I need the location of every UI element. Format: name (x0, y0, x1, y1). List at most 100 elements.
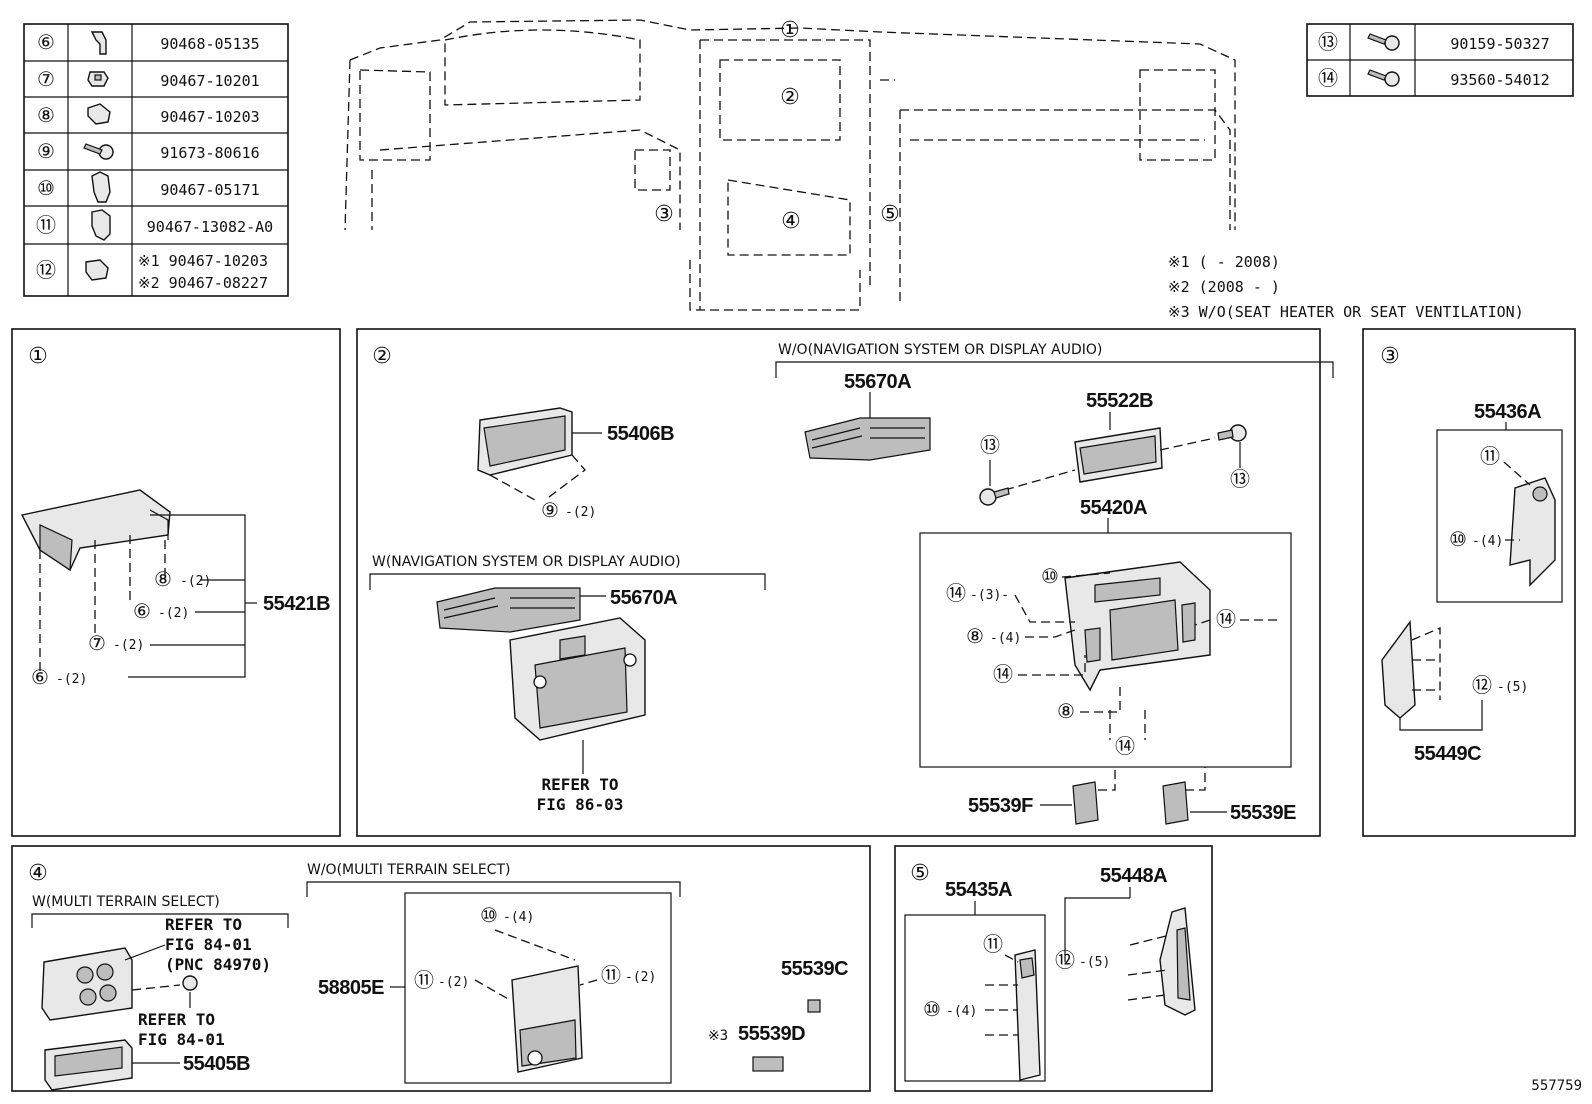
condition-label: W/O(MULTI TERRAIN SELECT) (307, 862, 510, 878)
callout: ⑬ (980, 433, 1000, 457)
bolt-icon (1367, 33, 1400, 51)
fastener-part: ※1 90467-10203 (138, 252, 268, 270)
callout: ⑪ (983, 932, 1003, 956)
fastener-part: 90467-05171 (160, 181, 259, 199)
part-number: 55522B (1086, 390, 1153, 412)
55539C-switch (807, 999, 821, 1013)
refer-note: FIG 84-01 (138, 1030, 225, 1049)
overview-callout: ④ (781, 209, 801, 234)
clip-icon (90, 31, 107, 55)
refer-note: FIG 84-01 (165, 935, 252, 954)
fastener-ref: ⑧ (37, 103, 55, 127)
clip-icon (91, 209, 111, 241)
screw-icon (182, 975, 198, 991)
refer-note: (PNC 84970) (165, 955, 271, 974)
fastener-ref: ⑩ (37, 176, 55, 200)
callout-qty: -(2) (565, 505, 596, 520)
part-number: 58805E (318, 977, 384, 999)
callout: ⑫ (1472, 673, 1492, 697)
panel-2: ② 55406B ⑨ -(2) W/O(NAVIGATION SYSTEM OR… (356, 328, 1334, 837)
55420A-illustration (1064, 561, 1211, 692)
part-number: 55539F (968, 795, 1033, 817)
panel-number: ⑤ (910, 861, 930, 886)
callout: ⑭ (1216, 607, 1236, 631)
fastener-part: 90468-05135 (160, 35, 259, 53)
callout-qty: -(2) (438, 975, 469, 990)
part-number: 55405B (183, 1053, 250, 1075)
fastener-ref: ⑬ (1318, 30, 1338, 54)
55670A-vent-illustration (436, 587, 581, 633)
footnotes: ※1 ( - 2008) ※2 (2008 - ) ※3 W/O(SEAT HE… (1168, 253, 1524, 321)
dashboard-overview: ① ② ③ ④ ⑤ (344, 18, 1236, 311)
fastener-ref: ⑪ (36, 213, 56, 237)
callout: ⑪ (1480, 444, 1500, 468)
part-number: 55448A (1100, 865, 1167, 887)
fastener-part: 93560-54012 (1450, 71, 1549, 89)
fastener-ref: ⑥ (37, 30, 55, 54)
callout-qty: -(2) (625, 970, 656, 985)
part-number: 55420A (1080, 497, 1147, 519)
55436A-illustration (1509, 477, 1556, 587)
callout: ⑩ (480, 903, 498, 927)
panel-3: ③ 55436A ⑪ ⑩ -(4) ⑫ -(5) 55449C (1362, 328, 1576, 837)
callout: ⑧ (1057, 699, 1075, 723)
terrain-select-switch-illustration (41, 947, 133, 1021)
callout-qty: -(4) (503, 910, 534, 925)
58805E-illustration (511, 965, 583, 1073)
clip-icon (91, 171, 111, 203)
55670A-vent-illustration (804, 417, 931, 461)
note: ※1 ( - 2008) (1168, 253, 1280, 271)
fastener-ref: ⑭ (1318, 66, 1338, 90)
callout: ⑪ (601, 963, 621, 987)
callout-qty: -(2) (56, 672, 87, 687)
display-audio-illustration (509, 617, 646, 741)
callout: ⑩ (1449, 527, 1467, 551)
callout-qty: -(5) (1497, 680, 1528, 695)
55405B-illustration (44, 1039, 133, 1091)
overview-callout: ⑤ (880, 202, 900, 227)
callout: ⑥ (31, 665, 49, 689)
panel-5: ⑤ 55435A ⑪ ⑩ -(4) 55448A ⑫ -(5) (894, 845, 1213, 1092)
callout-qty: -(3)- (970, 588, 1009, 603)
part-number: 55539E (1230, 802, 1296, 824)
bolt-icon (1367, 69, 1400, 87)
fastener-ref: ⑦ (37, 67, 55, 91)
55421B-illustration (20, 489, 171, 572)
callout: ⑨ (541, 498, 559, 522)
refer-note: REFER TO (165, 915, 242, 934)
55539E-switch (1162, 781, 1189, 825)
55406B-illustration (477, 407, 573, 476)
callout-qty: -(5) (1079, 955, 1110, 970)
footnote-mark: ※3 (708, 1028, 728, 1044)
refer-note: REFER TO (138, 1010, 215, 1029)
callout: ⑦ (88, 631, 106, 655)
fastener-part: 90467-10201 (160, 72, 259, 90)
callout: ⑭ (1115, 734, 1135, 758)
condition-label: W(NAVIGATION SYSTEM OR DISPLAY AUDIO) (372, 554, 681, 570)
fastener-ref: ⑫ (36, 258, 56, 282)
clip-icon (87, 103, 111, 125)
screw-icon (979, 487, 1010, 506)
fastener-part: 90467-13082-A0 (147, 218, 273, 236)
panel-number: ② (372, 344, 392, 369)
fastener-ref: ⑨ (37, 139, 55, 163)
fastener-part: 90467-10203 (160, 108, 259, 126)
part-number: 55670A (844, 371, 911, 393)
part-number: 55449C (1414, 743, 1481, 765)
figure-number: 557759 (1531, 1078, 1582, 1094)
55449C-illustration (1381, 620, 1416, 719)
callout: ⑭ (993, 662, 1013, 686)
callout-qty: -(4) (990, 631, 1021, 646)
part-number: 55539C (781, 958, 848, 980)
55539F-switch (1072, 781, 1099, 825)
callout: ⑥ (133, 599, 151, 623)
note: ※3 W/O(SEAT HEATER OR SEAT VENTILATION) (1168, 303, 1524, 321)
callout: ⑬ (1230, 467, 1250, 491)
part-number: 55435A (945, 879, 1012, 901)
fastener-part: 91673-80616 (160, 144, 259, 162)
overview-callout: ③ (654, 202, 674, 227)
callout: ⑩ (923, 997, 941, 1021)
refer-note: REFER TO (541, 775, 618, 794)
